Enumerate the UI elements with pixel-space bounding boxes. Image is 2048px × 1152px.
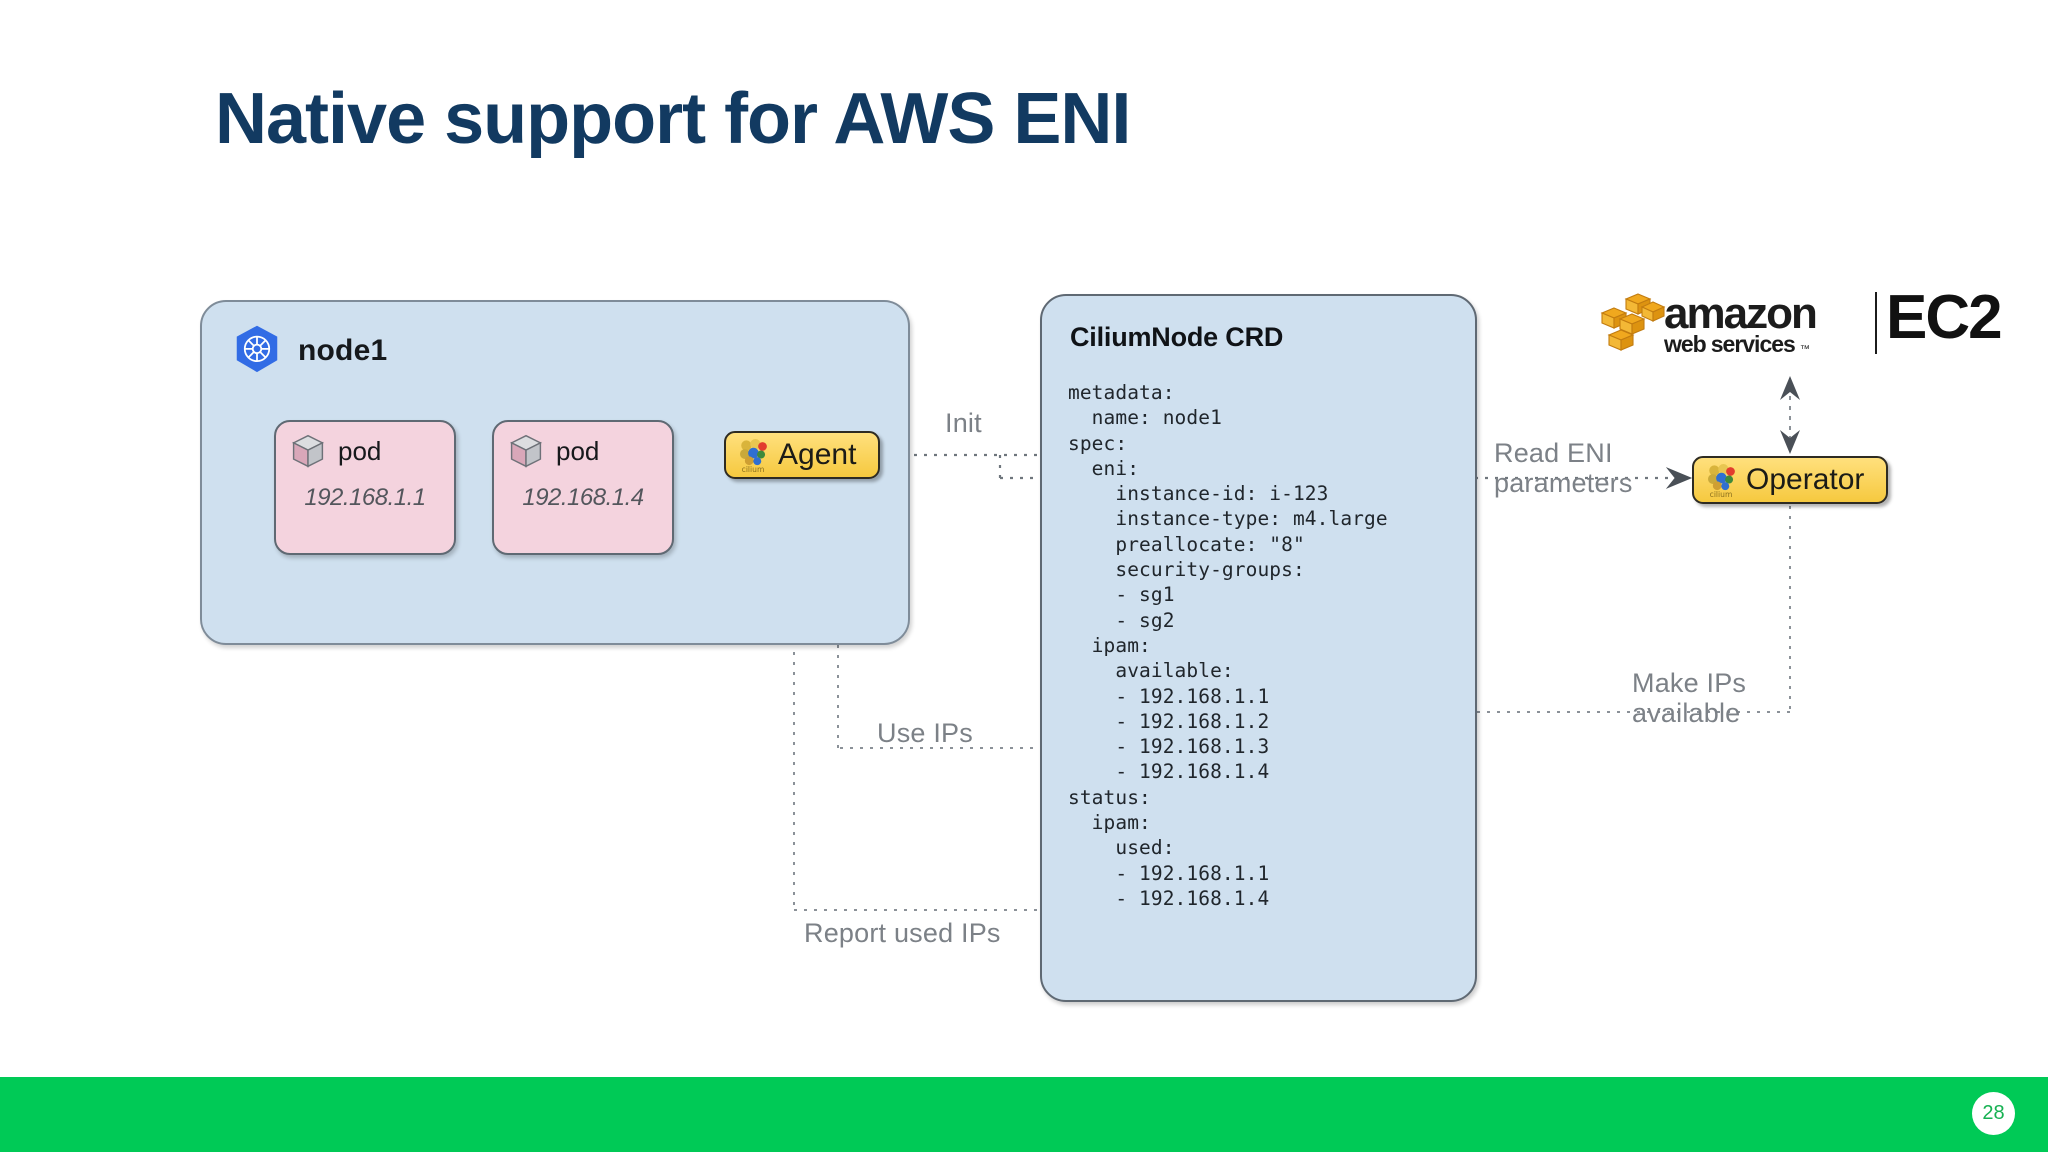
aws-services-text: services (1710, 331, 1796, 358)
edge-label-init: Init (945, 408, 982, 438)
pod-header: pod (290, 432, 381, 470)
pod-header: pod (508, 432, 599, 470)
svg-text:cilium: cilium (742, 465, 765, 474)
aws-subtitle: web services ™ (1664, 331, 1816, 358)
edge-label-report-used: Report used IPs (804, 918, 1001, 948)
cilium-agent-badge[interactable]: cilium Agent (724, 431, 880, 479)
aws-wordmark: amazon web services ™ (1664, 289, 1818, 358)
amazon-text: amazon (1664, 289, 1818, 338)
agent-label: Agent (778, 438, 857, 471)
cilium-operator-badge[interactable]: cilium Operator (1692, 456, 1888, 504)
pod-card: pod 192.168.1.1 (274, 420, 456, 555)
crd-yaml-body: metadata: name: node1 spec: eni: instanc… (1068, 381, 1388, 910)
ec2-text: EC2 (1886, 283, 2003, 352)
pod-ip: 192.168.1.1 (304, 484, 426, 511)
cilium-bee-icon: cilium (734, 435, 772, 475)
aws-ec2-logo: amazon web services ™ EC2 (1600, 287, 2003, 368)
pod-ip: 192.168.1.4 (522, 484, 644, 511)
aws-cubes-icon (1600, 293, 1666, 351)
pod-card: pod 192.168.1.4 (492, 420, 674, 555)
crd-title: CiliumNode CRD (1070, 322, 1284, 352)
edge-label-make-ips: Make IPs available (1632, 668, 1747, 728)
pod-title: pod (556, 435, 600, 466)
aws-web-text: web (1664, 331, 1707, 358)
page-title: Native support for AWS ENI (215, 79, 1131, 159)
kubernetes-icon (230, 324, 284, 378)
slide-footer-bar: 28 (0, 1077, 2048, 1152)
cilium-bee-icon: cilium (1702, 460, 1740, 500)
ciliumnode-crd-container: CiliumNode CRD metadata: name: node1 spe… (1040, 294, 1477, 1002)
cube-icon (508, 432, 544, 470)
cube-icon (290, 432, 326, 470)
node-label: node1 (298, 334, 388, 367)
logo-divider (1875, 292, 1877, 354)
edge-label-use-ips: Use IPs (877, 718, 973, 748)
svg-text:cilium: cilium (1710, 490, 1733, 499)
operator-label: Operator (1746, 463, 1865, 496)
page-number-badge: 28 (1972, 1092, 2015, 1135)
node-header: node1 (230, 324, 387, 378)
pod-title: pod (338, 435, 382, 466)
trademark-symbol: ™ (1799, 344, 1810, 356)
edge-label-read-eni: Read ENI parameters (1494, 438, 1633, 498)
node-container: node1 pod 192.168.1.1 (200, 300, 910, 645)
